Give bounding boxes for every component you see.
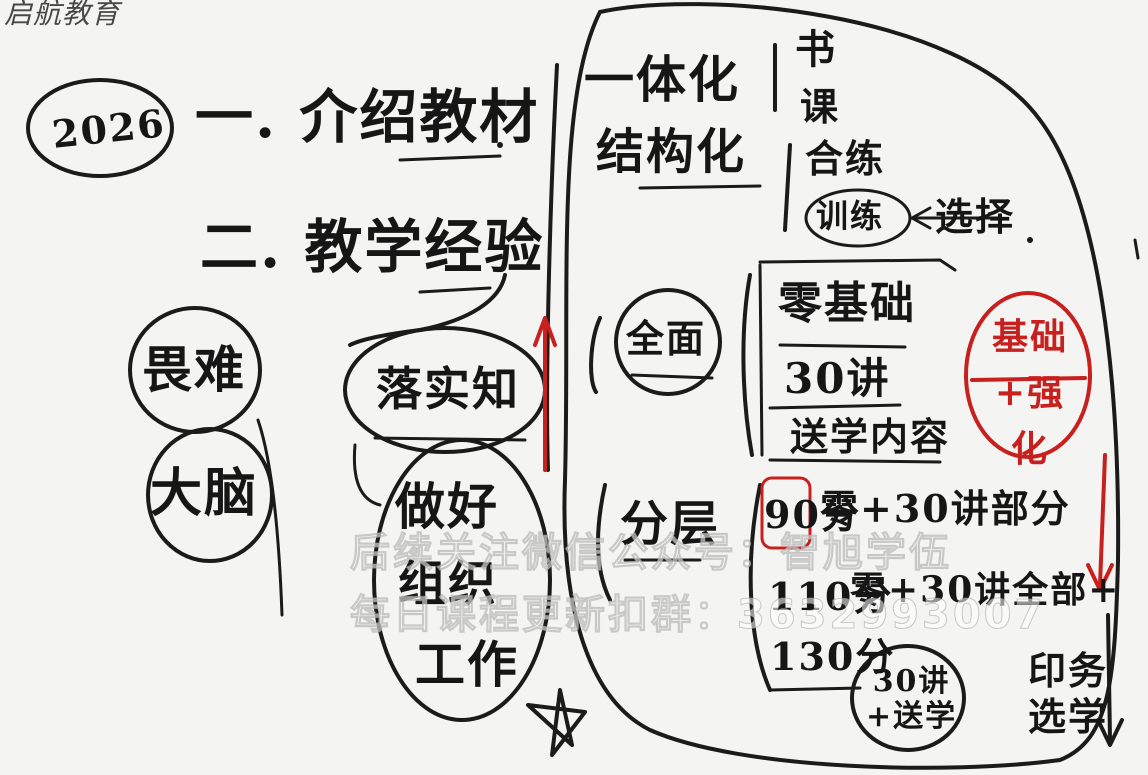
left-vertical-line	[256, 418, 284, 617]
score-90-box	[760, 476, 812, 550]
supplement-label: 送学内容	[790, 414, 951, 459]
score-130-underline	[768, 686, 862, 692]
score-90-label: 90分	[764, 492, 861, 537]
thirty-lectures-label: 30讲	[784, 354, 891, 403]
list-item-book: 书	[795, 26, 837, 73]
right-edge-mark	[1133, 238, 1140, 260]
implement-label: 落实知	[376, 362, 520, 416]
list-item-practice: 合练	[805, 136, 886, 181]
line-90-label: 零+30讲部分	[820, 486, 1071, 531]
brand-logo: 启航教育	[4, 0, 121, 30]
score-110-label: 110分	[768, 574, 894, 619]
zero-basis-line	[778, 343, 907, 349]
watermark-line-2: 每日课程更新扣群：3632993007	[349, 592, 1046, 639]
year-badge-oval	[26, 78, 174, 178]
select-label: 选择	[935, 194, 1016, 239]
extra-bottom-label: 印务 选学	[1028, 648, 1109, 739]
select-arrow	[910, 206, 1002, 230]
outline-dot-1	[497, 142, 503, 148]
red-arrow	[533, 316, 557, 472]
organize-label: 组织	[398, 556, 499, 612]
star-mark	[526, 688, 587, 757]
do-well-label: 做好	[395, 477, 499, 536]
work-label: 工作	[415, 635, 519, 694]
circle-130	[850, 644, 966, 752]
comprehensive-underline	[630, 373, 714, 380]
structuring-label: 结构化	[596, 124, 747, 180]
dot-right-1	[1027, 237, 1033, 243]
circle-130-label: 30讲 +送学	[866, 664, 958, 734]
thirty-lectures-line	[768, 403, 902, 410]
score-bracket	[748, 483, 772, 692]
year-badge-text: 2026	[49, 100, 168, 157]
outline-item-2: 二. 教学经验	[200, 213, 545, 281]
big-brain-label: 大脑	[150, 463, 259, 524]
difficulty-label: 畏难	[142, 340, 246, 399]
layered-label: 分层	[620, 496, 721, 552]
center-bracket	[348, 273, 507, 347]
outline-underline-1	[398, 154, 502, 162]
zero-basis-label: 零基础	[778, 278, 916, 329]
red-circle-divider	[970, 376, 1087, 382]
outline-underline-2	[418, 286, 492, 294]
red-down-arrow	[1086, 453, 1114, 592]
red-circle-label: 基础+强化	[991, 316, 1068, 470]
implement-underline	[373, 436, 527, 442]
layered-bracket	[596, 483, 612, 602]
black-down-arrow	[1096, 613, 1124, 747]
do-well-circle	[372, 438, 552, 722]
structuring-underline	[638, 184, 762, 190]
comprehensive-bracket	[589, 316, 602, 394]
integration-label: 一体化	[584, 50, 740, 109]
comprehensive-circle	[614, 288, 722, 396]
score-130-label: 130分	[770, 634, 896, 679]
watermark-line-1: 后续关注微信公众号：智旭学伍	[350, 530, 952, 577]
training-label: 训练	[816, 197, 885, 235]
comprehensive-label: 全面	[626, 316, 707, 361]
center-bracket-lower	[352, 443, 382, 507]
supplement-underline	[768, 458, 942, 464]
red-circle	[964, 291, 1092, 459]
right-bracket-top	[773, 43, 792, 232]
large-enclosing-loop	[562, 2, 1121, 770]
outline-item-1: 一. 介绍教材	[195, 83, 540, 151]
zero-basis-bracket	[741, 273, 754, 457]
zero-basis-box	[758, 258, 957, 457]
training-circle	[804, 188, 912, 248]
line-110-label: 零+30讲全部+	[850, 569, 1121, 611]
list-item-class: 课	[800, 84, 841, 129]
main-divider	[545, 63, 559, 472]
